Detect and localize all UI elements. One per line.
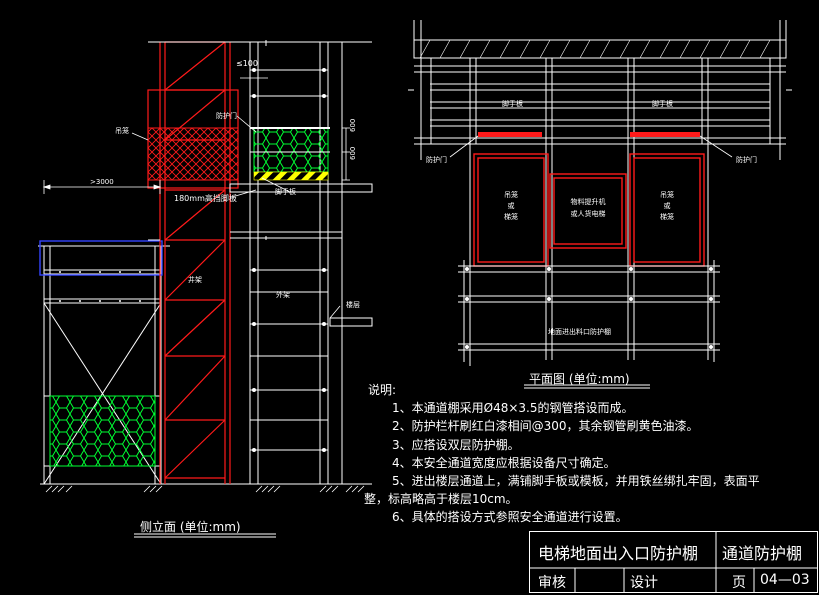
label-toe-board: 180mm高挡脚板 (174, 194, 237, 203)
scaffold-nodes (252, 68, 326, 452)
page-number: 04—03 (760, 572, 810, 588)
plan-view (408, 20, 792, 366)
label-passage-shed: 地面进出料口防护棚 (548, 328, 611, 336)
note-item-4: 4、本安全通道宽度应根据设备尺寸确定。 (392, 455, 616, 470)
hoist-cage-hatch (147, 127, 239, 181)
label-dim-3000: >3000 (90, 178, 114, 186)
label-scaffold-board-right: 脚手板 (652, 100, 673, 108)
note-item-2: 2、防护栏杆刷红白漆相间@300，其余钢管刷黄色油漆。 (392, 419, 699, 434)
label-600-bottom: 600 (349, 146, 357, 160)
floor-slab-lower (329, 317, 373, 327)
shed-top-highlight (39, 240, 163, 276)
plan-wall (413, 39, 787, 59)
shed-mesh (49, 395, 156, 467)
note-item-6: 6、具体的搭设方式参照安全通道进行设置。 (392, 510, 628, 525)
review-label: 审核 (538, 575, 566, 591)
drawing-title: 电梯地面出入口防护棚 (538, 544, 699, 563)
note-item-3: 3、应搭设双层防护棚。 (392, 437, 520, 452)
plan-door-left (478, 132, 542, 137)
plan-nodes (465, 267, 713, 349)
title-block-grid (530, 532, 817, 592)
label-cage-right: 吊笼 或 梯笼 (660, 191, 674, 221)
note-item-5-cont: 整，标高略高于楼层10cm。 (364, 492, 518, 507)
notes-heading: 说明: (368, 383, 397, 397)
plan-leaders (449, 135, 733, 158)
label-cage-left: 吊笼 或 梯笼 (504, 191, 518, 221)
dimension-3000 (42, 180, 162, 194)
plan-door-right (630, 132, 700, 137)
label-door-right: 防护门 (736, 156, 757, 164)
design-label: 设计 (630, 575, 658, 591)
plan-walls-side (408, 20, 792, 91)
label-limit-100: ≤100 (236, 59, 258, 68)
plan-passage (458, 260, 720, 362)
shed-beam-dots (59, 271, 141, 302)
label-door-left: 防护门 (426, 156, 447, 164)
outer-scaffold (148, 41, 372, 484)
door-mesh (253, 127, 329, 173)
floor-slab-upper (229, 183, 373, 193)
label-shaft-frame: 井架 (188, 276, 202, 284)
label-scaffold-board-side: 脚手板 (275, 188, 296, 196)
label-hoist-cage: 吊笼 (115, 127, 129, 135)
title-block: 电梯地面出入口防护棚 通道防护棚 审核 设计 页 04—03 (529, 531, 818, 593)
label-hoist-center: 物料提升机 或人货电梯 (570, 198, 606, 218)
label-600-top: 600 (349, 118, 357, 132)
plan-wall-hatch (419, 39, 771, 59)
side-view-caption: 侧立面 (单位:mm) (140, 520, 241, 534)
notes-block: 说明: 1、本通道棚采用Ø48×3.5的钢管搭设而成。 2、防护栏杆刷红白漆相间… (364, 381, 808, 527)
dimension-600 (342, 127, 350, 181)
shaft-frame (159, 41, 231, 484)
ground-hatch (45, 485, 365, 493)
label-outer-frame: 外架 (276, 291, 290, 299)
label-protective-door-side: 防护门 (216, 112, 237, 120)
shaft-marks (148, 40, 267, 241)
caption-underlines (134, 384, 650, 538)
side-elevation (38, 40, 373, 493)
toe-board-hazard (253, 171, 329, 181)
note-item-1: 1、本通道棚采用Ø48×3.5的钢管搭设而成。 (392, 401, 634, 416)
drawing-category: 通道防护棚 (722, 544, 803, 563)
plan-poles (420, 20, 781, 366)
label-scaffold-board-left: 脚手板 (502, 100, 523, 108)
page-label: 页 (732, 575, 746, 591)
label-floor-slab: 楼层 (346, 301, 360, 309)
dimension-100 (240, 72, 268, 84)
note-item-5: 5、进出楼层通道上，满铺脚手板或模板，并用铁丝绑扎牢固，表面平 (392, 474, 760, 489)
plan-cages (473, 153, 705, 267)
plan-view-caption: 平面图 (单位:mm) (529, 372, 630, 386)
side-leaders (131, 115, 341, 319)
